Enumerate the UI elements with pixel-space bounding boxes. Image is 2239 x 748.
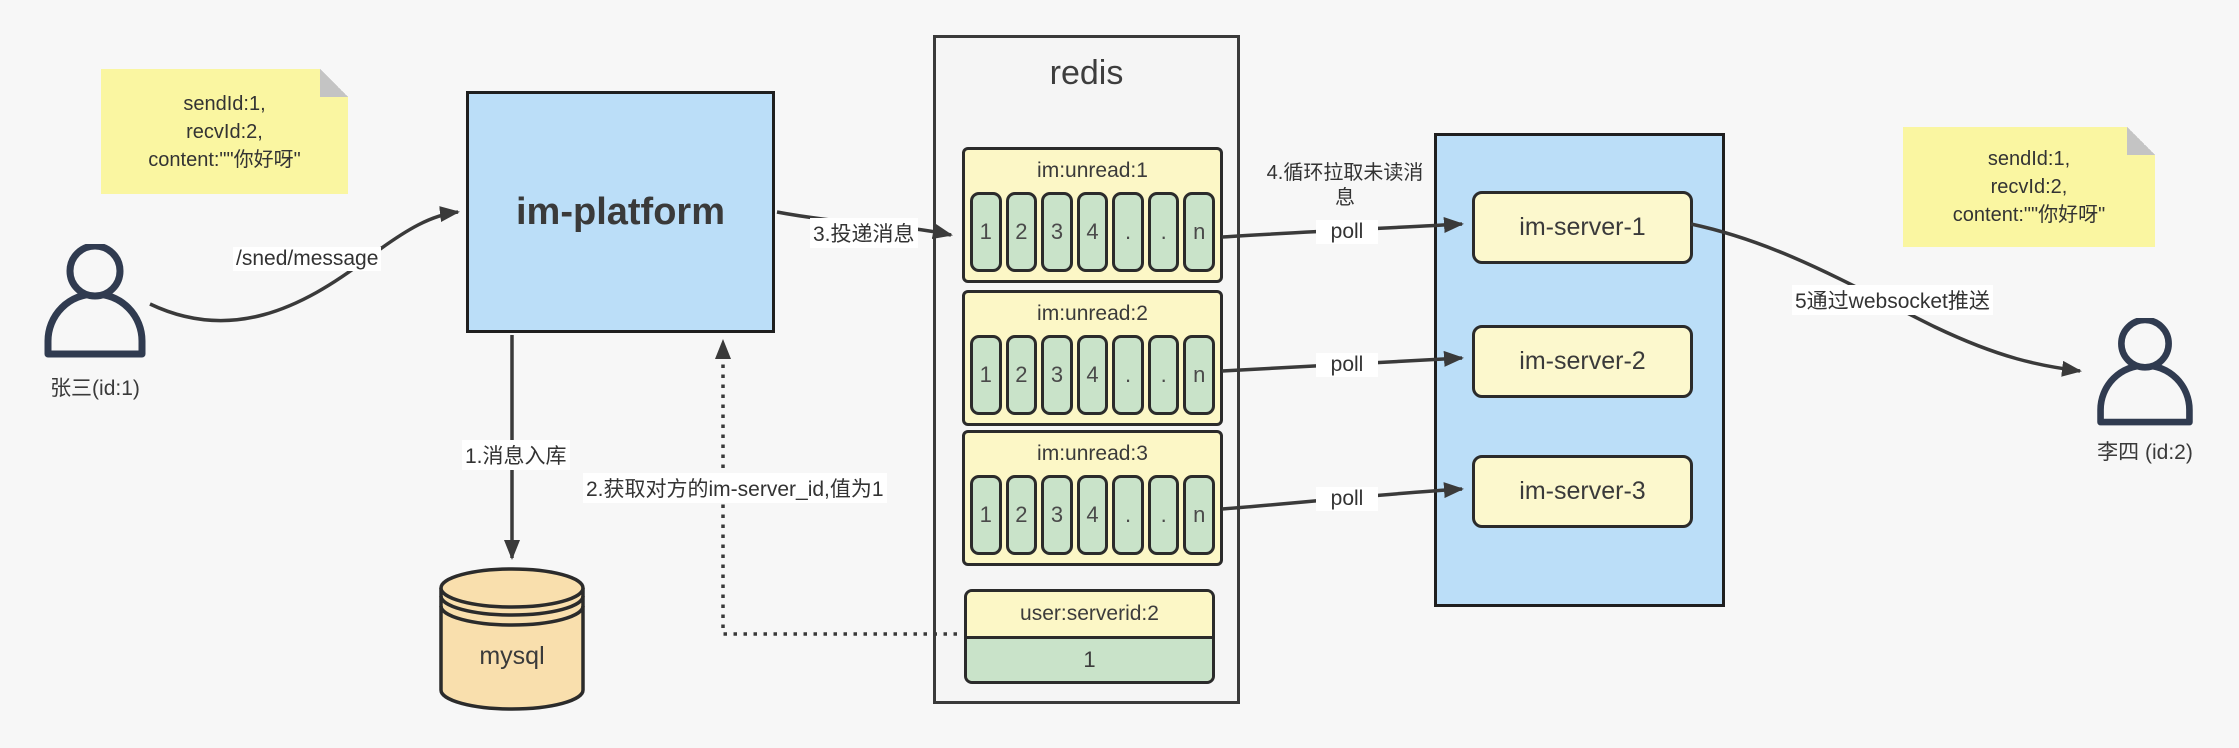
queue-cell: 3 (1041, 192, 1073, 272)
queue-cell: 1 (970, 475, 1002, 555)
kv-key: user:serverid:2 (967, 592, 1212, 639)
note-fold-corner (2127, 127, 2155, 155)
sticky-note-right: sendId:1, recvId:2, content:""你好呀" (1903, 127, 2155, 247)
user-icon-receiver (2097, 318, 2193, 426)
person-head (2118, 318, 2172, 371)
queue-cell: . (1147, 335, 1180, 415)
note-line: sendId:1, (183, 92, 266, 115)
cylinder-ring (439, 595, 585, 617)
queue-cell: 4 (1076, 192, 1109, 272)
person-body (44, 290, 146, 358)
queue-cell: . (1147, 192, 1180, 272)
queue-cell: 2 (1005, 335, 1038, 415)
note-line: recvId:2, (186, 120, 263, 143)
person-body (2097, 362, 2193, 426)
edge-label-poll-2: poll (1316, 353, 1378, 377)
queue-cells: 1 2 3 4 . . n (965, 192, 1220, 272)
edge-label-step3: 3.投递消息 (810, 218, 918, 248)
queue-cell: . (1112, 335, 1144, 415)
im-platform-title: im-platform (516, 190, 725, 233)
note-line: recvId:2, (1990, 176, 2068, 198)
queue-cell: 3 (1041, 475, 1073, 555)
note-line: sendId:1, (1987, 148, 2071, 170)
im-server-2-node: im-server-2 (1472, 325, 1693, 398)
cylinder-top (439, 567, 585, 609)
user-serverid-kv: user:serverid:2 1 (964, 589, 1215, 684)
edge-label-step1: 1.消息入库 (462, 440, 570, 470)
queue-cell: 1 (970, 335, 1002, 415)
queue-im-unread-2: im:unread:2 1 2 3 4 . . n (962, 290, 1223, 426)
queue-cell: . (1112, 192, 1144, 272)
queue-cells: 1 2 3 4 . . n (965, 475, 1220, 555)
queue-cell: . (1112, 475, 1144, 555)
queue-im-unread-3: im:unread:3 1 2 3 4 . . n (962, 430, 1223, 566)
queue-cell: 2 (1005, 192, 1038, 272)
edge-label-send-api: /sned/message (233, 247, 382, 271)
queue-name: im:unread:2 (1037, 302, 1148, 325)
queue-cell: n (1183, 192, 1216, 272)
receiver-label: 李四 (id:2) (2097, 441, 2193, 464)
queue-cell: 1 (970, 192, 1002, 272)
queue-cell: n (1183, 335, 1216, 415)
queue-cell: . (1147, 475, 1180, 555)
edge-label-step4: 4.循环拉取未读消息 (1266, 162, 1424, 209)
edge-label-step2: 2.获取对方的im-server_id,值为1 (583, 473, 887, 503)
redis-title: redis (1049, 54, 1124, 92)
redis-container: redis im:unread:1 1 2 3 4 . . n im:unrea… (933, 35, 1240, 704)
queue-cell: 4 (1076, 335, 1109, 415)
note-line: content:""你好呀" (1952, 204, 2106, 226)
queue-name: im:unread:3 (1037, 442, 1148, 465)
user-icon-sender (44, 244, 146, 358)
queue-name: im:unread:1 (1037, 159, 1148, 182)
im-platform-node: im-platform (466, 91, 775, 333)
kv-value: 1 (967, 639, 1212, 681)
queue-cell: 2 (1005, 475, 1038, 555)
im-server-group: im-server-1 im-server-2 im-server-3 (1434, 133, 1725, 607)
queue-cell: n (1183, 475, 1216, 555)
mysql-cylinder-icon (439, 567, 585, 711)
cylinder-body (439, 588, 585, 711)
person-head (66, 244, 124, 300)
im-server-3-node: im-server-3 (1472, 455, 1693, 528)
sender-label: 张三(id:1) (50, 377, 140, 400)
cylinder-ring (439, 605, 585, 627)
queue-cell: 3 (1041, 335, 1073, 415)
queue-cell: 4 (1076, 475, 1109, 555)
queue-im-unread-1: im:unread:1 1 2 3 4 . . n (962, 147, 1223, 283)
edge-label-poll-1: poll (1316, 220, 1378, 244)
mysql-label: mysql (479, 642, 545, 670)
edge-label-poll-3: poll (1316, 487, 1378, 511)
sticky-note-left: sendId:1, recvId:2, content:""你好呀" (101, 69, 348, 194)
im-server-1-node: im-server-1 (1472, 191, 1693, 264)
queue-cells: 1 2 3 4 . . n (965, 335, 1220, 415)
note-line: content:""你好呀" (148, 148, 301, 171)
note-fold-corner (320, 69, 348, 97)
edge-label-step5: 5通过websocket推送 (1792, 285, 1993, 315)
